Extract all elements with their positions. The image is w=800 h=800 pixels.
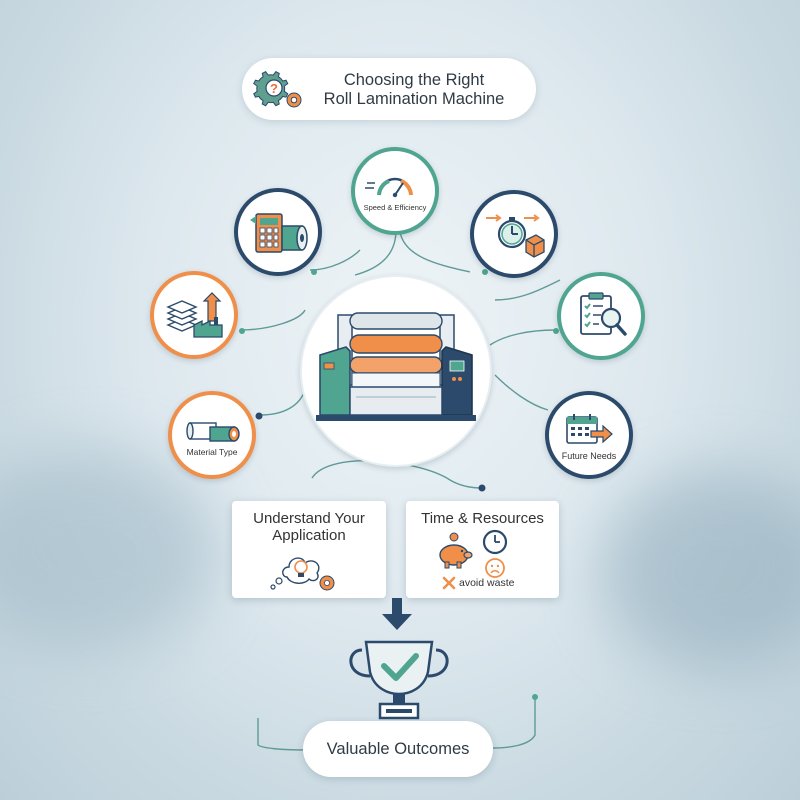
sad-face-icon [485, 558, 505, 578]
svg-text:?: ? [270, 81, 278, 96]
factor-future-label: Future Needs [561, 451, 617, 461]
gear-question-icon: ? [253, 71, 302, 108]
avoid-waste-label: avoid waste [459, 577, 515, 589]
lamination-machine-illustration [316, 312, 476, 421]
trophy-check-icon [349, 640, 449, 720]
speedometer-icon [365, 177, 413, 198]
card-resources-title: Time & Resources [421, 510, 544, 527]
card-understand-application: Understand Your Application [232, 501, 386, 598]
card-time-resources: Time & Resources avoid waste [406, 501, 559, 598]
background-glow-right [600, 470, 800, 670]
title-line-2: Roll Lamination Machine [323, 90, 505, 108]
outcome-label: Valuable Outcomes [326, 740, 470, 758]
checklist-magnifier-icon [580, 292, 627, 336]
factor-material-label: Material Type [186, 447, 238, 457]
factor-cost-materials [234, 188, 322, 276]
card-application-line-2: Application [272, 527, 346, 544]
factor-speed-efficiency: Speed & Efficiency [351, 147, 439, 235]
layers-factory-icon [166, 292, 223, 338]
piggy-bank-icon [439, 532, 473, 569]
factor-production-volume [150, 271, 238, 359]
clock-icon [482, 529, 508, 555]
background-glow-left [0, 450, 220, 650]
lamination-machine-circle [300, 275, 492, 467]
calendar-arrow-icon [566, 414, 613, 444]
title-pill: ? Choosing the Right Roll Lamination Mac… [242, 58, 536, 120]
calculator-roll-icon [250, 213, 308, 253]
x-mark-icon [442, 576, 456, 590]
factor-speed-label: Speed & Efficiency [363, 203, 427, 212]
card-application-title: Understand Your Application [232, 510, 386, 544]
title-line-1: Choosing the Right [343, 71, 485, 89]
lightbulb-cloud-icon [270, 557, 335, 591]
outcome-pill: Valuable Outcomes [303, 721, 493, 777]
factor-future-needs: Future Needs [545, 391, 633, 479]
down-arrow-icon [382, 598, 412, 630]
card-application-line-1: Understand Your [253, 510, 365, 527]
stopwatch-box-icon [486, 214, 545, 258]
material-roll-icon [186, 422, 240, 442]
factor-quality-requirements [557, 272, 645, 360]
factor-time-delivery [470, 190, 558, 278]
factor-material-type: Material Type [168, 391, 256, 479]
page-title: Choosing the Right Roll Lamination Machi… [314, 71, 514, 109]
